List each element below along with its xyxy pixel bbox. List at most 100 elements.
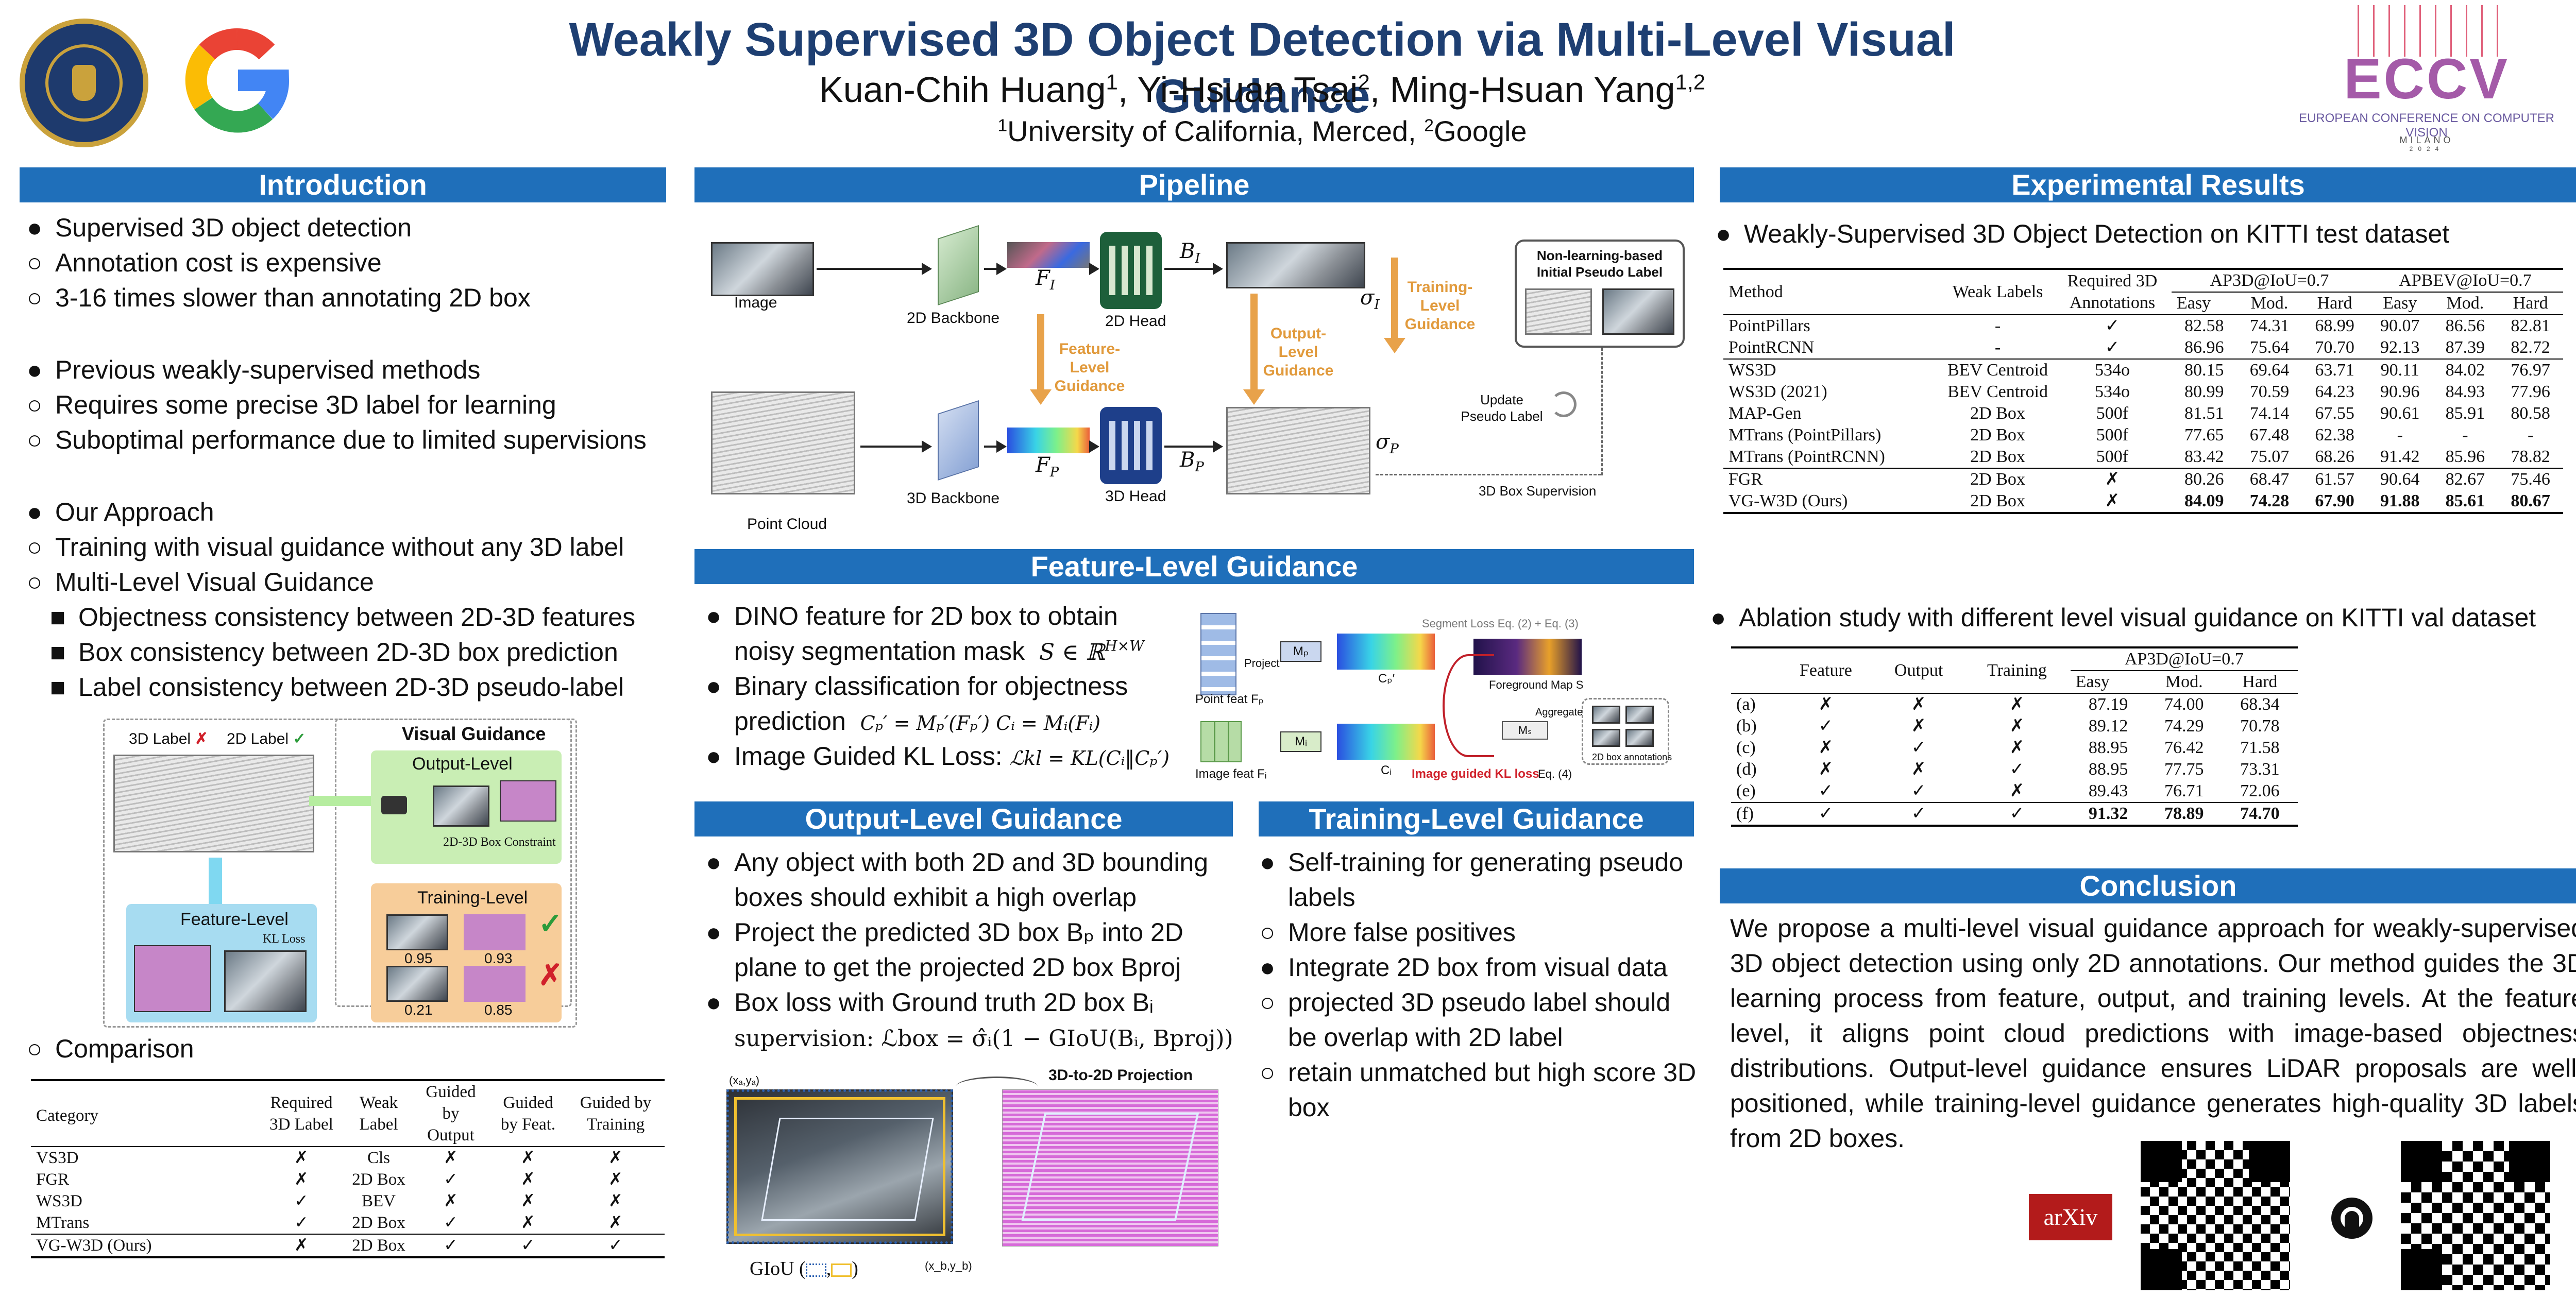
list-item: ○Multi-Level Visual Guidance [27, 568, 374, 596]
table-cell: ✗ [2009, 781, 2025, 800]
github-icon[interactable] [2331, 1198, 2372, 1239]
table-cell: ✗ [1911, 760, 1926, 779]
table-cell: ✗ [521, 1149, 535, 1167]
table-cell: MTrans [36, 1214, 90, 1232]
segment-loss-label: Segment Loss Eq. (2) + Eq. (3) [1422, 617, 1579, 630]
table-cell: 88.95 [2088, 738, 2128, 757]
list-item: ○3-16 times slower than annotating 2D bo… [27, 283, 531, 312]
table-cell: ✓ [521, 1236, 535, 1255]
table-cell: VS3D [36, 1149, 79, 1167]
affil-name: University of California, Merced [1007, 115, 1409, 147]
conclusion-text: We propose a multi-level visual guidance… [1730, 914, 2576, 1153]
aggregate-label: Aggregate [1535, 707, 1583, 718]
table-cell: 88.95 [2088, 760, 2128, 779]
head-2d [1100, 232, 1162, 309]
list-item: ○Training with visual guidance without a… [27, 533, 624, 561]
intro-figure: 3D Label ✗ 2D Label ✓ Visual Guidance Ou… [103, 719, 577, 1028]
table-cell: 74.00 [2164, 695, 2204, 714]
output-level-heading: Output-Level Guidance [694, 801, 1233, 836]
table-cell: 2D Box [352, 1170, 405, 1189]
list-item: be overlap with 2D label [1288, 1023, 1563, 1052]
list-item: ●Any object with both 2D and 3D bounding [706, 848, 1209, 877]
table-cell: 80.67 [2511, 491, 2550, 510]
table-cell: 67.48 [2249, 425, 2290, 445]
table-cell: - [2527, 425, 2534, 445]
table-cell: ✗ [521, 1192, 535, 1210]
results-heading: Experimental Results [1720, 167, 2576, 202]
project-label: Project [1244, 657, 1280, 670]
table-cell: VG-W3D (Ours) [36, 1236, 152, 1255]
table-cell: 2D Box [1970, 404, 2025, 423]
qr-code-icon[interactable] [2141, 1141, 2290, 1290]
table-cell: WS3D (2021) [1728, 382, 1827, 401]
list-item: ●Box loss with Ground truth 2D box Bᵢ [706, 988, 1154, 1017]
score-label: 0.21 [404, 1002, 433, 1018]
table-cell: ✓ [2009, 804, 2025, 823]
eccv-logo: ECCV EUROPEAN CONFERENCE ON COMPUTER VIS… [2287, 5, 2566, 155]
table-cell: ✗ [2009, 695, 2025, 714]
point-cloud-label: Point Cloud [747, 516, 827, 533]
projection-figure: (xₐ,yₐ) (x_b,y_b) GIoU (,) 3D-to-2D Proj… [719, 1066, 1229, 1288]
table-cell: 74.28 [2249, 491, 2290, 510]
list-item: boxes should exhibit a high overlap [734, 883, 1137, 912]
table-cell: ✗ [444, 1192, 458, 1210]
table-row: WS3D✓BEV✗✗✗ [31, 1190, 665, 1212]
table-cell: 91.32 [2088, 804, 2128, 823]
visual-guidance-label: Visual Guidance [402, 723, 546, 744]
refresh-icon [1551, 391, 1577, 417]
table-cell: - [2397, 425, 2403, 445]
table-cell: 74.29 [2164, 716, 2204, 736]
score-label: 0.93 [484, 950, 513, 966]
mp-module: Mₚ [1280, 641, 1321, 662]
input-image [711, 242, 814, 296]
table-cell: PointRCNN [1728, 338, 1815, 357]
table-cell: MTrans (PointPillars) [1728, 425, 1882, 445]
table-cell: ✓ [1911, 781, 1926, 800]
table-cell: Cls [367, 1149, 391, 1167]
table-cell: 70.70 [2315, 338, 2354, 357]
author-affil-sup: 1 [1106, 70, 1118, 94]
table-cell: 68.99 [2315, 316, 2354, 335]
pipeline-figure: Image Point Cloud 2D Backbone 3D Backbon… [706, 211, 1690, 541]
affiliations: 1University of California, Merced, 2Goog… [997, 115, 1527, 147]
table-cell: 77.65 [2184, 425, 2224, 445]
table-cell: ✗ [2009, 716, 2025, 736]
training-level-guidance-label: Training-Level Guidance [1404, 279, 1476, 333]
eccv-subtitle: EUROPEAN CONFERENCE ON COMPUTER VISION [2298, 111, 2555, 140]
table-cell: 78.89 [2164, 804, 2204, 823]
box-supervision-label: 3D Box Supervision [1479, 483, 1597, 499]
table-cell: 80.15 [2184, 361, 2224, 380]
table-cell: 91.88 [2380, 491, 2420, 510]
table-cell: ✓ [294, 1192, 309, 1210]
table-cell: 75.07 [2249, 447, 2290, 466]
table-cell: 2D Box [1970, 447, 2025, 466]
table-cell: ✓ [2105, 316, 2120, 335]
table-cell: 74.31 [2249, 316, 2290, 335]
table-cell: 80.58 [2511, 404, 2550, 423]
table-cell: 87.39 [2445, 338, 2485, 357]
table-cell: ✗ [608, 1149, 623, 1167]
point-feat-label: Point feat Fₚ [1195, 692, 1264, 706]
training-level-label: Training-Level [417, 888, 528, 908]
image-label: Image [734, 294, 777, 311]
mi-module: Mᵢ [1280, 731, 1321, 752]
table-cell: 90.64 [2380, 470, 2420, 489]
table-cell: 82.81 [2511, 316, 2550, 335]
table-cell: 76.71 [2164, 781, 2204, 800]
google-logo [180, 24, 294, 137]
table-cell: ✓ [1911, 738, 1926, 757]
qr-code-icon[interactable] [2401, 1141, 2550, 1290]
table-cell: 78.82 [2511, 447, 2550, 466]
table-cell: - [1994, 316, 2001, 335]
constraint-label: 2D-3D Box Constraint [443, 835, 556, 849]
table-cell: BEV Centroid [1947, 361, 2048, 380]
